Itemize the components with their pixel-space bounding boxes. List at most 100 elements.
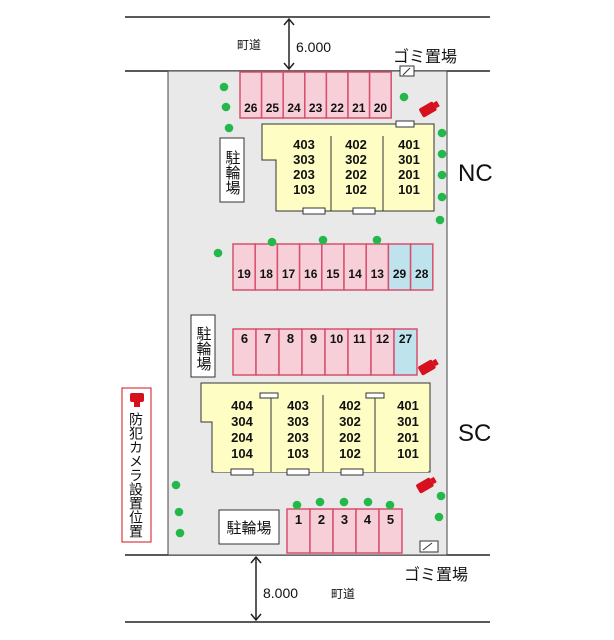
- tree: [224, 123, 234, 133]
- unit-number: 404: [231, 398, 253, 413]
- unit-number: 103: [293, 182, 315, 197]
- security-camera-icon: [418, 358, 439, 376]
- unit-number: 303: [287, 414, 309, 429]
- parking-stall-number: 22: [331, 101, 345, 115]
- tree: [175, 528, 185, 538]
- unit-number: 104: [231, 446, 253, 461]
- security-camera-icon: [419, 100, 440, 118]
- tree: [339, 497, 349, 507]
- south-road-width: 8.000: [263, 585, 298, 601]
- unit-number: 402: [345, 137, 367, 152]
- unit-number: 204: [231, 430, 253, 445]
- south-road-label: 町道: [331, 587, 355, 601]
- parking-stall-number: 14: [348, 267, 362, 281]
- parking-stall-number: 26: [244, 101, 258, 115]
- parking-stall-number: 9: [310, 331, 317, 346]
- parking-stall-number: 20: [374, 101, 388, 115]
- tree: [399, 92, 409, 102]
- building-nc-label: NC: [458, 160, 493, 187]
- parking-stall-number: 7: [264, 331, 271, 346]
- parking-stall-number: 1: [295, 512, 302, 527]
- unit-number: 302: [345, 152, 367, 167]
- unit-number: 201: [398, 167, 420, 182]
- unit-number: 102: [339, 446, 361, 461]
- tree: [221, 102, 231, 112]
- tree: [385, 500, 395, 510]
- parking-stall-number: 13: [371, 267, 385, 281]
- unit-number: 302: [339, 414, 361, 429]
- bicycle-parking-south: [218, 509, 280, 545]
- building-sc-label: SC: [458, 420, 491, 447]
- unit-number: 303: [293, 152, 315, 167]
- tree: [437, 128, 447, 138]
- unit-number: 403: [293, 137, 315, 152]
- tree: [318, 235, 328, 245]
- unit-number: 402: [339, 398, 361, 413]
- bicycle-parking-south-label: 駐輪場: [226, 520, 271, 537]
- security-camera-icon: [416, 476, 437, 494]
- building-nc: [261, 120, 435, 215]
- unit-number: 101: [397, 446, 419, 461]
- tree: [315, 497, 325, 507]
- tree: [219, 82, 229, 92]
- parking-stall: [393, 328, 418, 376]
- parking-stall-number: 2: [318, 512, 325, 527]
- tree: [292, 500, 302, 510]
- garbage-station-south-label: ゴミ置場: [404, 565, 468, 584]
- parking-stall-number: 21: [352, 101, 366, 115]
- parking-stall-number: 25: [266, 101, 280, 115]
- north-road-width: 6.000: [296, 39, 331, 55]
- north-road-dimension: [283, 17, 295, 71]
- unit-number: 102: [345, 182, 367, 197]
- unit-number: 401: [397, 398, 419, 413]
- bicycle-parking-north-label: 駐輪場: [224, 150, 241, 195]
- unit-number: 203: [293, 167, 315, 182]
- tree: [372, 235, 382, 245]
- camera-legend-label: 防犯カメラ設置位置: [128, 412, 144, 538]
- parking-stall-number: 19: [237, 267, 251, 281]
- tree: [436, 491, 446, 501]
- unit-number: 401: [398, 137, 420, 152]
- camera-legend-box: [121, 387, 152, 543]
- tree: [434, 512, 444, 522]
- unit-number: 304: [231, 414, 253, 429]
- tree: [437, 192, 447, 202]
- unit-number: 202: [339, 430, 361, 445]
- parking-stall: [368, 71, 392, 119]
- unit-number: 101: [398, 182, 420, 197]
- parking-stall-number: 12: [376, 332, 390, 346]
- parking-stall-number: 27: [399, 332, 413, 346]
- tree: [267, 237, 277, 247]
- building-sc: [200, 382, 431, 476]
- unit-number: 301: [398, 152, 420, 167]
- parking-stall-number: 17: [282, 267, 296, 281]
- parking-stall: [409, 243, 434, 291]
- garbage-station-south-box: [419, 540, 439, 553]
- parking-stall-number: 18: [260, 267, 274, 281]
- bicycle-parking-middle-label: 駐輪場: [195, 326, 212, 371]
- garbage-station-north-label: ゴミ置場: [393, 47, 457, 66]
- bicycle-parking-north: [219, 137, 245, 203]
- camera-legend-icon: [130, 393, 144, 407]
- parking-stall-number: 28: [415, 267, 429, 281]
- parking-stall-number: 15: [326, 267, 340, 281]
- tree: [171, 480, 181, 490]
- parking-stall-number: 6: [241, 331, 248, 346]
- parking-stall-number: 3: [341, 512, 348, 527]
- parking-stall-number: 8: [287, 331, 294, 346]
- unit-number: 301: [397, 414, 419, 429]
- parking-stall-number: 4: [364, 512, 372, 527]
- parking-stall-number: 29: [393, 267, 407, 281]
- tree: [437, 149, 447, 159]
- tree: [213, 248, 223, 258]
- parking-stall-number: 16: [304, 267, 318, 281]
- unit-number: 203: [287, 430, 309, 445]
- tree: [363, 497, 373, 507]
- tree: [435, 215, 445, 225]
- parking-stall-number: 10: [330, 332, 344, 346]
- tree: [437, 170, 447, 180]
- parking-stall-number: 24: [287, 101, 301, 115]
- unit-number: 103: [287, 446, 309, 461]
- parking-stall-number: 23: [309, 101, 323, 115]
